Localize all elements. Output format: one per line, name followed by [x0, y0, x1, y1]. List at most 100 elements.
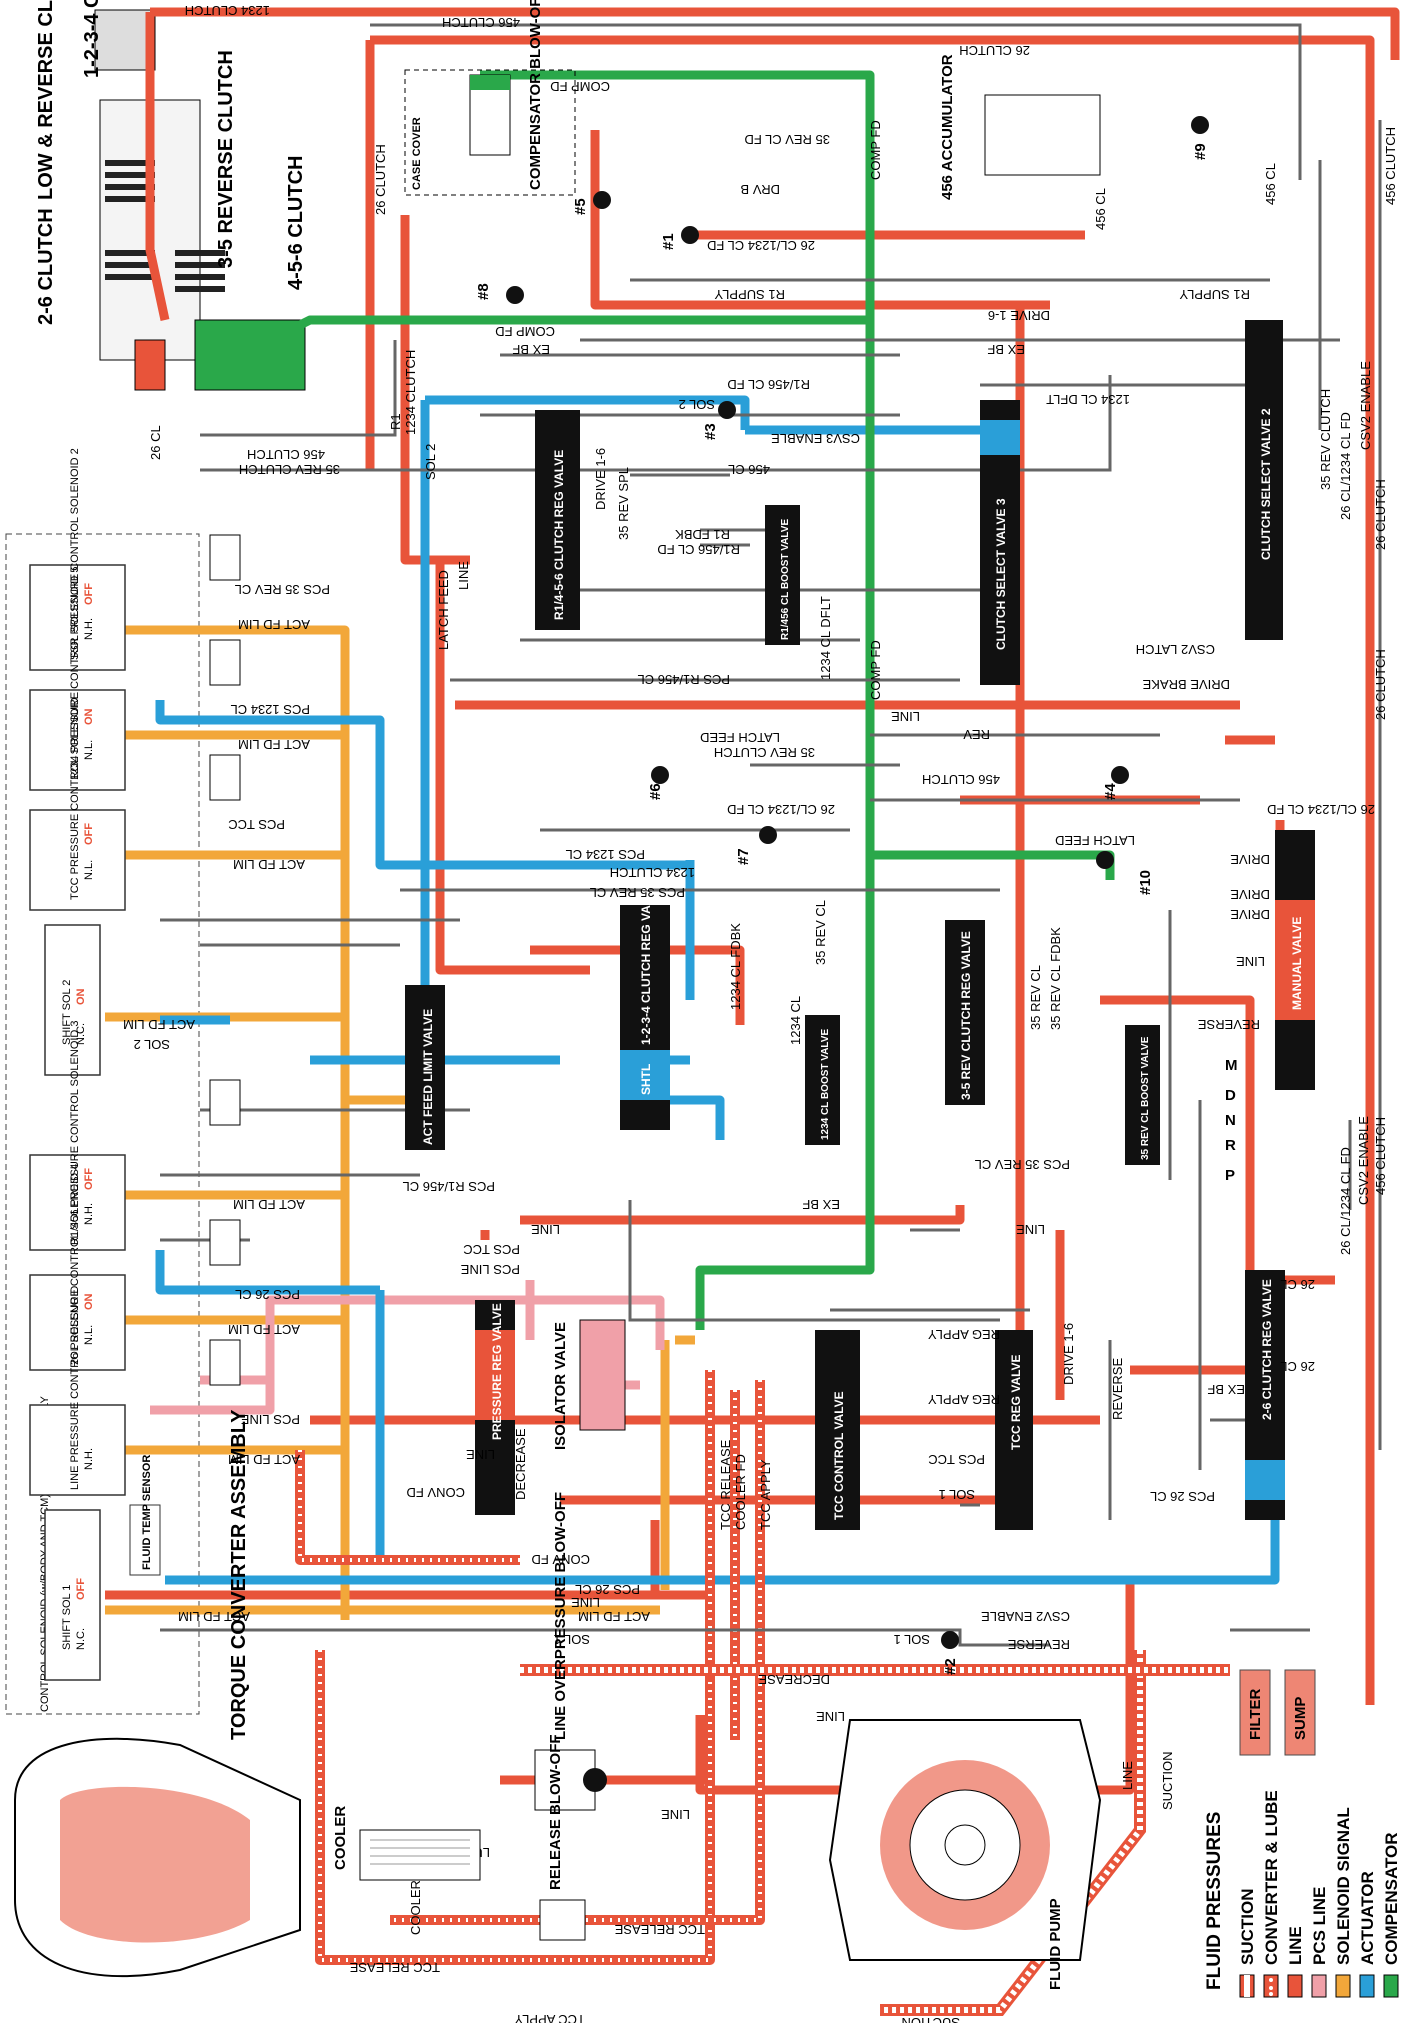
- label-sol-2-top: SOL 2: [679, 397, 715, 412]
- label-reverse-1: REVERSE: [1198, 1017, 1260, 1032]
- solenoid-r1-456-3-label: R1/456 PRESSURE CONTROL SOLENOID 3: [69, 1020, 81, 1245]
- label-35-rev-cl-fd: 35 REV CL FD: [745, 132, 831, 147]
- label-sol-1-3: SOL 1: [894, 1632, 930, 1647]
- gear-positions: P R N D M: [1225, 1057, 1238, 1184]
- label-26-clutch-vert: 26 CLUTCH: [373, 144, 388, 215]
- label-sol-2-left: SOL 2: [134, 1037, 170, 1052]
- label-drive-1: DRIVE: [1230, 852, 1270, 867]
- label-35-rev-clutch-left: 35 REV CLUTCH: [239, 462, 340, 477]
- label-456-clutch-left: 456 CLUTCH: [247, 447, 325, 462]
- label-pcs-26-cl: PCS 26 CL: [235, 1287, 300, 1302]
- label-conv-fd-1: CONV FD: [407, 1485, 466, 1500]
- solenoid-26-4-label: 26 PRESSURE CONTROL SOLENOID 4: [69, 1164, 81, 1365]
- label-act-fd-lim-6: ACT FD LIM: [228, 1322, 300, 1337]
- label-act-fd-lim-8: ACT FD LIM: [178, 1609, 250, 1624]
- gear-position-p: P: [1225, 1167, 1235, 1184]
- solenoid-group: [29, 564, 126, 1681]
- gear-position-d: D: [1225, 1087, 1236, 1104]
- label-456-cl-right-2: 456 CL: [1263, 163, 1278, 205]
- label-pcs-tcc-low: PCS TCC: [463, 1242, 520, 1257]
- label-comp-fd-top: COMP FD: [550, 79, 610, 94]
- label-sol-1-2: SOL 1: [554, 1632, 590, 1647]
- label-26-cl-1: 26 CL: [1280, 1277, 1315, 1292]
- solenoid-shift-2-type: N.C.: [75, 1023, 87, 1045]
- label-act-fd-lim-5: ACT FD LIM: [233, 1197, 305, 1212]
- label-rev-1: REV: [963, 727, 990, 742]
- label-26cl-1234cl-fd-low: 26 CL/1234 CL FD: [1338, 1147, 1353, 1255]
- valve-act-feed-limit-label: ACT FEED LIMIT VALVE: [421, 1009, 435, 1145]
- fluid-pump-label: FLUID PUMP: [1047, 1898, 1064, 1990]
- label-tcc-release-2: TCC RELEASE: [349, 1960, 440, 1975]
- valve-manual-label: MANUAL VALVE: [1290, 917, 1304, 1010]
- label-suction-bottom: SUCTION: [902, 2015, 961, 2023]
- label-act-fd-lim-4: ACT FD LIM: [123, 1017, 195, 1032]
- label-line-5: LINE: [466, 1447, 495, 1462]
- valve-26-clutch-reg-label: 2-6 CLUTCH REG VALVE: [1260, 1279, 1274, 1420]
- label-act-fd-lim-3: ACT FD LIM: [233, 857, 305, 872]
- checkball-2-label: #2: [942, 1658, 959, 1675]
- label-tcc-apply: TCC APPLY: [514, 2012, 585, 2023]
- solenoid-ssr-2: [29, 564, 126, 671]
- label-r1-456-cl: R1/456 CL FD: [657, 542, 740, 557]
- passage-labels: 1234 CLUTCH 456 CLUTCH 26 CLUTCH COMP FD…: [123, 3, 1398, 2023]
- solenoid-tcc-type: N.L.: [83, 860, 95, 880]
- label-act-fd-lim-9: ACT FD LIM: [578, 1609, 650, 1624]
- checkball-9-label: #9: [1192, 143, 1209, 160]
- legend-label-pcs-line: PCS LINE: [1310, 1887, 1329, 1965]
- case-cover-box: [404, 69, 576, 196]
- fluid-pump: [828, 1719, 1102, 1961]
- solenoid-1234-5-type: N.L.: [83, 740, 95, 760]
- solenoid-shift-2-label: SHIFT SOL 2: [61, 980, 73, 1045]
- torque-converter-label: TORQUE CONVERTER ASSEMBLY: [228, 1409, 250, 1740]
- label-26cl-1234cl-fd-right: 26 CL/1234 CL FD: [1267, 802, 1375, 817]
- valve-clutch-select-2-label: CLUTCH SELECT VALVE 2: [1259, 408, 1273, 560]
- label-456-clutch-right: 456 CLUTCH: [1373, 1117, 1388, 1195]
- valves: R1/4-5-6 CLUTCH REG VALVE R1/456 CL BOOS…: [405, 320, 1315, 1530]
- case-cover-label: CASE COVER: [411, 117, 423, 190]
- legend-label-compensator: COMPENSATOR: [1382, 1832, 1401, 1965]
- legend-title: FLUID PRESSURES: [1204, 1812, 1225, 1990]
- accumulator-456-label: 456 ACCUMULATOR: [939, 54, 956, 200]
- label-35-rev-cl-vert: 35 REV CL: [1028, 965, 1043, 1030]
- label-456-cl-right: 456 CL: [1093, 188, 1108, 230]
- label-r1-supply-2: R1 SUPPLY: [1179, 287, 1250, 302]
- label-r1-456-cl-fd: R1/456 CL FD: [727, 377, 810, 392]
- label-ex-bf-2: EX BF: [987, 342, 1025, 357]
- valve-35-rev-reg-label: 3-5 REV CLUTCH REG VALVE: [959, 931, 973, 1100]
- label-line-3: LINE: [531, 1222, 560, 1237]
- label-1234-clutch-top: 1234 CLUTCH: [185, 3, 270, 18]
- solenoid-tcc-label: TCC PRESSURE CONTROL SOLENOID: [69, 697, 81, 900]
- label-35-rev-spl: 35 REV SPL: [616, 467, 631, 540]
- label-sol-2-vert: SOL 2: [423, 444, 438, 480]
- legend-swatch-dot: [1269, 1992, 1273, 1996]
- label-drive-brake: DRIVE BRAKE: [1142, 677, 1230, 692]
- checkball-3-label: #3: [702, 423, 719, 440]
- legend-swatch-pattern: [1244, 1975, 1250, 1997]
- legend-swatch-dot: [1269, 1986, 1273, 1990]
- label-latch-feed-1: LATCH FEED: [700, 730, 780, 745]
- gear-position-n: N: [1225, 1112, 1236, 1129]
- label-csv2-enable: CSV2 ENABLE: [981, 1609, 1070, 1624]
- label-pcs-35-rev-cl: PCS 35 REV CL: [235, 582, 330, 597]
- clutch-35-reverse-label: 3-5 REVERSE CLUTCH: [215, 50, 237, 268]
- label-26cl-1234cl-fd: 26 CL/1234 CL FD: [707, 238, 815, 253]
- solenoid-tcc: [29, 809, 126, 911]
- solenoid-shift-1: [44, 1509, 101, 1681]
- label-drive-2: DRIVE: [1230, 887, 1270, 902]
- label-456-clutch-top: 456 CLUTCH: [442, 15, 520, 30]
- label-latch-feed-2: LATCH FEED: [1055, 833, 1135, 848]
- compensator-blowoff-label: COMPENSATOR BLOW-OFF: [527, 0, 544, 190]
- label-decrease-vert: DECREASE: [513, 1428, 528, 1500]
- solenoid-shift-1-state: OFF: [75, 1578, 87, 1600]
- label-26-clutch-right: 26 CLUTCH: [1373, 649, 1388, 720]
- label-1234-clutch-mid: 1234 CLUTCH: [610, 865, 695, 880]
- filter-label: FILTER: [1247, 1688, 1264, 1740]
- label-line-1: LINE: [891, 709, 920, 724]
- label-csv2-enable-right: CSV2 ENABLE: [1358, 361, 1373, 450]
- legend-label-actuator: ACTUATOR: [1358, 1871, 1377, 1965]
- clutch-pack-assembly: [94, 9, 306, 391]
- valve-35-rev-boost-label: 35 REV CL BOOST VALVE: [1140, 1036, 1151, 1160]
- label-conv-fd-2: CONV FD: [532, 1552, 591, 1567]
- label-act-fd-lim-2: ACT FD LIM: [238, 737, 310, 752]
- valve-tcc-reg-label: TCC REG VALVE: [1009, 1354, 1023, 1450]
